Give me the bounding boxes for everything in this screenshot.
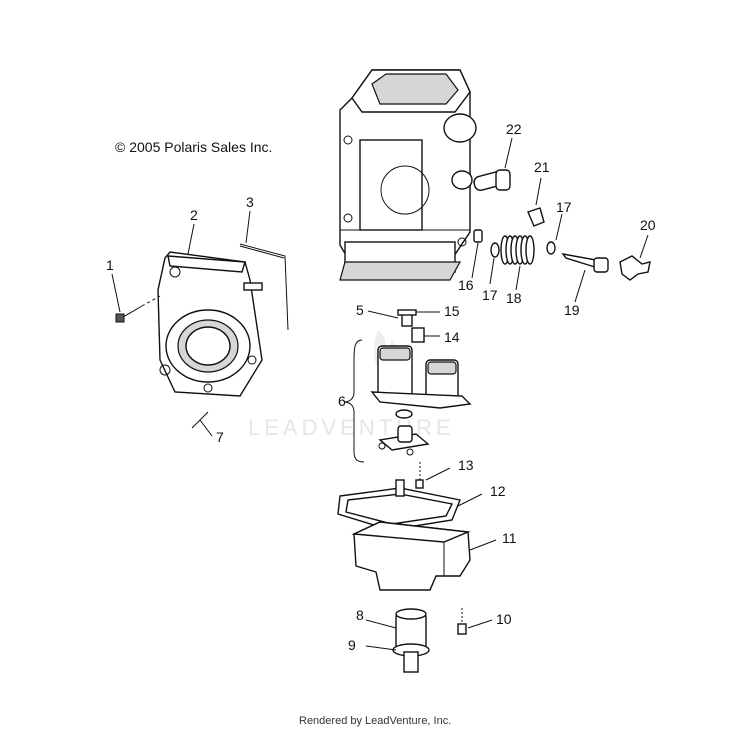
watermark: LEADVENTURE [248,330,455,440]
callout-2: 2 [190,207,198,223]
callout-18: 18 [506,290,522,306]
callout-12: 12 [490,483,506,499]
screw-13 [415,462,451,489]
callout-1: 1 [106,257,114,273]
cap-21 [527,177,545,227]
callout-10: 10 [496,611,512,627]
callout-16: 16 [458,277,474,293]
copyright-text: © 2005 Polaris Sales Inc. [115,139,272,155]
callout-15: 15 [444,303,460,319]
float-assembly [370,345,472,456]
bracket-6 [343,339,365,463]
drain-fitting [365,608,430,673]
cover-plate [157,251,263,397]
carburetor-body [339,69,477,281]
fitting-22 [473,137,513,191]
callout-3: 3 [246,194,254,210]
callout-6: 6 [338,393,346,409]
callout-20: 20 [640,217,656,233]
knob-20 [619,234,651,281]
callout-19: 19 [564,302,580,318]
washer-17a [489,242,500,285]
callout-11: 11 [502,530,517,546]
callout-22: 22 [506,121,522,137]
gasket-12 [337,479,483,531]
screw-1 [115,295,161,323]
washer-17b [546,213,563,255]
spring-18 [500,235,535,291]
footer-credit: Rendered by LeadVenture, Inc. [299,715,451,727]
leader-5 [367,310,399,319]
gasket-line [239,243,289,331]
callout-17-lower: 17 [482,287,498,303]
callout-17-upper: 17 [556,199,572,215]
jet-14 [411,327,440,343]
callout-7: 7 [216,429,224,445]
callout-8: 8 [356,607,364,623]
float-bowl-11 [351,521,497,591]
needle-19 [561,252,609,303]
nut-16 [471,229,483,279]
screw-10 [457,608,493,635]
callout-13: 13 [458,457,474,473]
callouts: 1 2 3 5 6 7 8 9 10 11 12 13 14 15 16 17 … [106,121,656,653]
pin-7 [191,411,213,437]
watermark-text: LEADVENTURE [248,415,455,440]
callout-9: 9 [348,637,356,653]
callout-14: 14 [444,329,460,345]
callout-21: 21 [534,159,550,175]
callout-5: 5 [356,302,364,318]
jet-15 [397,309,440,327]
